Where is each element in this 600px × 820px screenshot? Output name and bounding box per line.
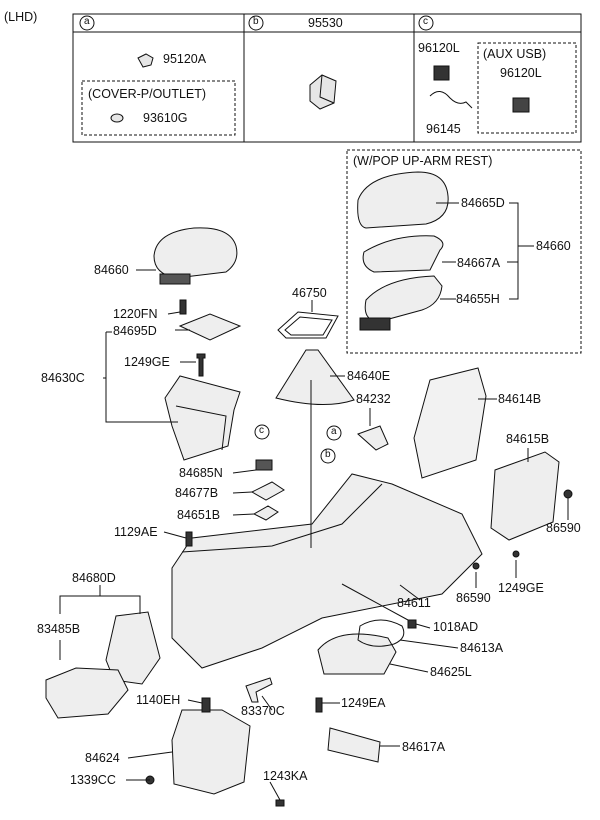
boot-84640e-shape (275, 349, 355, 406)
label-1249ge-a: 1249GE (124, 355, 170, 369)
base-84680d-shape (45, 667, 129, 719)
part-95530-shape (309, 74, 337, 110)
legend-table-frame (72, 13, 582, 143)
legend-c-box-title: (AUX USB) (483, 47, 547, 61)
label-84685n: 84685N (179, 466, 223, 480)
legend-b-part: 95530 (308, 16, 343, 30)
legend-circle-c (418, 15, 434, 31)
label-84615b: 84615B (506, 432, 550, 446)
legend-circle-a (79, 15, 95, 31)
label-1249ea: 1249EA (341, 696, 386, 710)
label-46750: 46750 (292, 286, 327, 300)
label-84614b: 84614B (498, 392, 542, 406)
label-1018ad: 1018AD (433, 620, 479, 634)
pad-84667a-shape (362, 235, 444, 273)
label-84625l: 84625L (430, 665, 472, 679)
pad-84695d-shape (178, 313, 242, 341)
callout-letter-a: a (331, 426, 337, 437)
label-84651b: 84651B (177, 508, 221, 522)
label-1243ka: 1243KA (263, 769, 308, 783)
label-84624: 84624 (85, 751, 120, 765)
label-84630c: 84630C (41, 371, 85, 385)
legend-c-box-part: 96120L (500, 66, 542, 80)
label-84232: 84232 (356, 392, 391, 406)
label-83485b: 83485B (37, 622, 81, 636)
label-1140eh: 1140EH (136, 693, 181, 707)
popup-group-84660: 84660 (536, 239, 571, 253)
cover-93610g-shape (110, 113, 124, 123)
label-1129ae: 1129AE (114, 525, 158, 539)
legend-a-part: 95120A (163, 52, 207, 66)
label-84695d: 84695D (113, 324, 157, 338)
label-84640e: 84640E (347, 369, 391, 383)
popup-box-title: (W/POP UP-ARM REST) (353, 154, 493, 168)
label-84617a: 84617A (402, 740, 446, 754)
lid-84665d-shape (357, 171, 449, 229)
label-84613a: 84613A (460, 641, 504, 655)
usb-96120l-shape (512, 97, 530, 113)
label-84660: 84660 (94, 263, 129, 277)
label-86590-b: 86590 (456, 591, 491, 605)
panel-84232-shape (357, 425, 389, 451)
callout-circle-b (320, 448, 336, 464)
popup-part-84665d: 84665D (461, 196, 505, 210)
base-84655h-shape (364, 275, 443, 323)
callout-letter-c: c (259, 425, 264, 436)
label-83370c: 83370C (241, 704, 285, 718)
legend-c-part1: 96120L (418, 41, 460, 55)
label-1220fn: 1220FN (113, 307, 158, 321)
legend-a-box-title: (COVER-P/OUTLET) (88, 87, 207, 101)
side-cover-84615b-shape (490, 451, 560, 541)
legend-a-box-part: 93610G (143, 111, 188, 125)
callout-circle-c (254, 424, 270, 440)
popup-armrest-box (346, 149, 582, 354)
label-84611: 84611 (397, 596, 431, 610)
jack-96120l-shape (433, 65, 450, 81)
label-84680d: 84680D (72, 571, 116, 585)
label-1249ge-b: 1249GE (498, 581, 544, 595)
console-box-84630c-shape (164, 375, 241, 461)
ring-46750-shape (277, 311, 339, 339)
legend-key-b: b (253, 16, 259, 27)
cover-outlet-box (81, 80, 236, 136)
legend-key-a: a (84, 16, 90, 27)
ring-84613a-shape (357, 619, 405, 647)
legend-circle-b (248, 15, 264, 31)
armrest-84660-shape (153, 227, 238, 279)
console-84611-shape (171, 473, 483, 669)
label-84677b: 84677B (175, 486, 219, 500)
label-1339cc: 1339CC (70, 773, 116, 787)
callout-circle-a (326, 425, 342, 441)
aux-usb-box (477, 42, 577, 134)
popup-part-84667a: 84667A (457, 256, 501, 270)
panel-84614b-shape (413, 367, 487, 479)
legend-c-part2: 96145 (426, 122, 461, 136)
side-note: (LHD) (4, 10, 38, 24)
legend-key-c: c (423, 16, 428, 27)
bracket-84617a-shape (327, 727, 381, 763)
popup-part-84655h: 84655H (456, 292, 500, 306)
pad-84677b-shape (250, 481, 285, 501)
callout-letter-b: b (325, 449, 331, 460)
bracket-84624-shape (171, 709, 251, 795)
bracket-83370c-shape (245, 677, 273, 703)
cupholder-84625l-shape (317, 633, 397, 675)
label-86590-a: 86590 (546, 521, 581, 535)
wire-96145-shape (429, 91, 473, 109)
clip-95120a-shape (137, 53, 154, 68)
